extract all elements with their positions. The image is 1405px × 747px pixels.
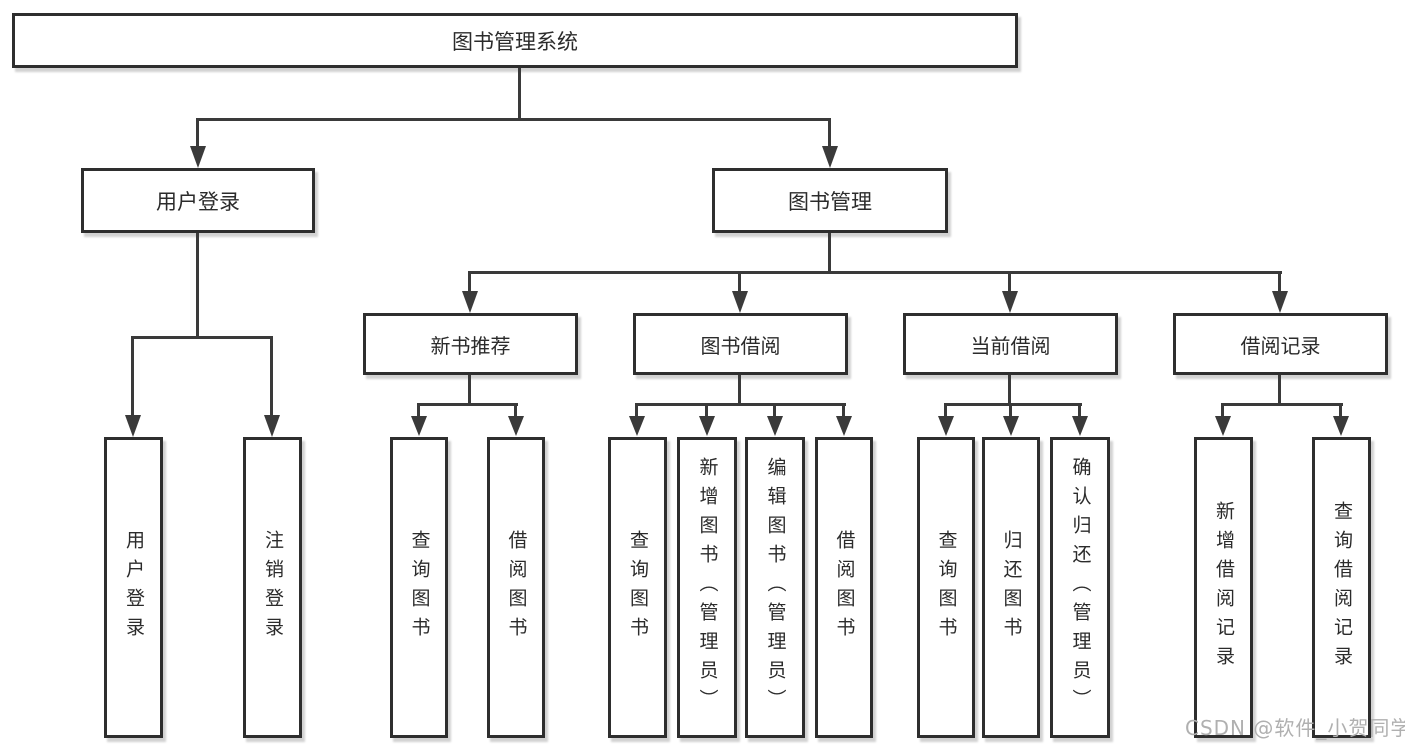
arrow-down-icon (1003, 416, 1019, 436)
connector-br-rail (1221, 403, 1343, 406)
node-label: 查询图书 (935, 529, 958, 646)
node-user-login-leaf: 用户登录 (104, 437, 163, 738)
connector-cb-rail (944, 403, 1082, 406)
arrow-down-icon (508, 416, 524, 436)
connector-leaf-drop (1009, 403, 1012, 416)
node-bb-edit-book-admin: 编辑图书（管理员） (745, 437, 805, 738)
connector-leaf-drop (635, 403, 638, 416)
connector-br-stem (1278, 375, 1281, 405)
node-label: 借阅图书 (833, 529, 856, 646)
connector-leaf-drop (1339, 403, 1342, 416)
connector-leaf-drop (1078, 403, 1081, 416)
connector-user-stem (196, 233, 199, 337)
connector-l3-drop (738, 271, 741, 293)
node-nbr-query-book: 查询图书 (390, 437, 448, 738)
connector-l3-drop (1008, 271, 1011, 293)
node-book-management: 图书管理 (712, 168, 948, 233)
node-new-book-recommend: 新书推荐 (363, 313, 578, 375)
arrow-down-icon (264, 415, 280, 437)
arrow-down-icon (767, 416, 783, 436)
arrow-down-icon (699, 416, 715, 436)
node-label: 确认归还（管理员） (1069, 457, 1092, 718)
connector-root-rail (196, 118, 831, 121)
connector-l3-drop (1278, 271, 1281, 293)
node-cb-query-book: 查询图书 (917, 437, 975, 738)
connector-leaf-drop (514, 403, 517, 416)
connector-user-child2-drop (270, 336, 273, 415)
connector-leaf-drop (944, 403, 947, 416)
connector-root-stem (518, 68, 521, 118)
node-br-add-record: 新增借阅记录 (1194, 437, 1253, 738)
arrow-down-icon (1072, 416, 1088, 436)
arrow-down-icon (125, 415, 141, 437)
connector-book-mgmt-drop (828, 118, 831, 150)
arrow-down-icon (938, 416, 954, 436)
connector-leaf-drop (705, 403, 708, 416)
node-label: 归还图书 (1000, 529, 1023, 646)
arrow-down-icon (1333, 416, 1349, 436)
connector-nbr-stem (468, 375, 471, 405)
connector-nbr-rail (417, 403, 518, 406)
node-bb-add-book-admin: 新增图书（管理员） (677, 437, 737, 738)
arrow-down-icon (629, 416, 645, 436)
node-nbr-borrow-book: 借阅图书 (487, 437, 545, 738)
node-bb-query-book: 查询图书 (608, 437, 667, 738)
node-label: 用户登录 (123, 529, 145, 646)
node-borrow-record: 借阅记录 (1173, 313, 1388, 375)
node-label: 查询借阅记录 (1331, 500, 1353, 675)
node-current-borrow: 当前借阅 (903, 313, 1118, 375)
node-logout-leaf: 注销登录 (243, 437, 302, 738)
node-bb-borrow-book: 借阅图书 (815, 437, 873, 738)
node-cb-return-book: 归还图书 (982, 437, 1040, 738)
connector-leaf-drop (1221, 403, 1224, 416)
connector-bookmgmt-stem (828, 233, 831, 273)
node-cb-confirm-return-admin: 确认归还（管理员） (1050, 437, 1110, 738)
connector-leaf-drop (417, 403, 420, 416)
node-label: 注销登录 (262, 529, 284, 646)
arrow-down-icon (1002, 291, 1018, 313)
arrow-down-icon (411, 416, 427, 436)
arrow-down-icon (822, 146, 838, 168)
arrow-down-icon (462, 291, 478, 313)
connector-leaf-drop (773, 403, 776, 416)
node-label: 查询图书 (408, 529, 431, 646)
node-label: 编辑图书（管理员） (764, 457, 787, 718)
arrow-down-icon (836, 416, 852, 436)
connector-bb-stem (738, 375, 741, 405)
arrow-down-icon (732, 291, 748, 313)
connector-l3-drop (468, 271, 471, 293)
arrow-down-icon (190, 146, 206, 168)
connector-bookmgmt-rail (468, 271, 1282, 274)
connector-user-child1-drop (131, 336, 134, 415)
connector-user-rail (131, 336, 273, 339)
node-br-query-record: 查询借阅记录 (1312, 437, 1371, 738)
node-label: 新增图书（管理员） (696, 457, 719, 718)
connector-cb-stem (1008, 375, 1011, 405)
connector-user-login-drop (196, 118, 199, 150)
node-root: 图书管理系统 (12, 13, 1018, 68)
arrow-down-icon (1272, 291, 1288, 313)
connector-leaf-drop (842, 403, 845, 416)
watermark: CSDN @软件_小贺同学 (1185, 716, 1405, 740)
node-label: 借阅图书 (505, 529, 528, 646)
connector-bb-rail (635, 403, 846, 406)
node-book-borrow: 图书借阅 (633, 313, 848, 375)
arrow-down-icon (1215, 416, 1231, 436)
node-label: 查询图书 (627, 529, 649, 646)
node-user-login: 用户登录 (81, 168, 315, 233)
node-label: 新增借阅记录 (1213, 500, 1235, 675)
